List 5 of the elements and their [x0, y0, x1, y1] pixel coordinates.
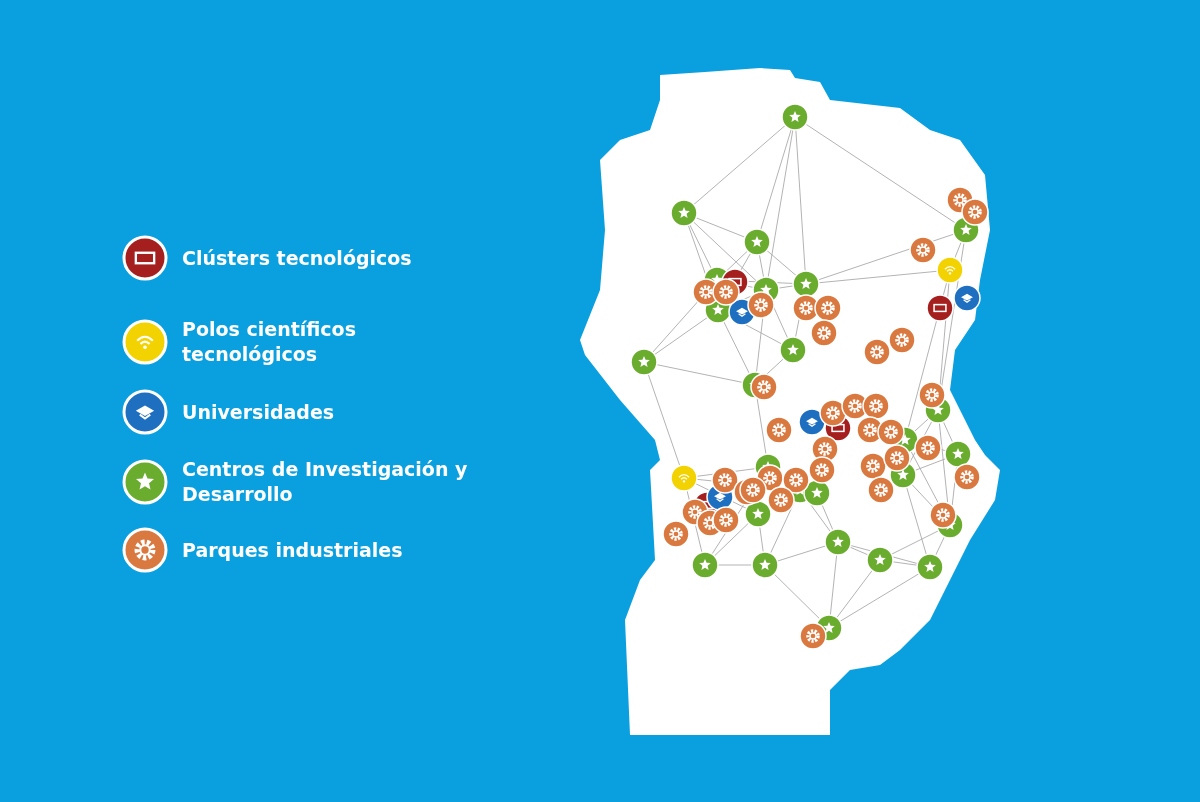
legend-label: Parques industriales — [182, 537, 404, 563]
legend-label: Polos científicos tecnológicos — [182, 317, 357, 367]
legend-label: Clústers tecnológicos — [182, 245, 413, 271]
legend-label: Centros de Investigación y Desarrollo — [182, 457, 469, 507]
legend-label: Universidades — [182, 399, 336, 425]
